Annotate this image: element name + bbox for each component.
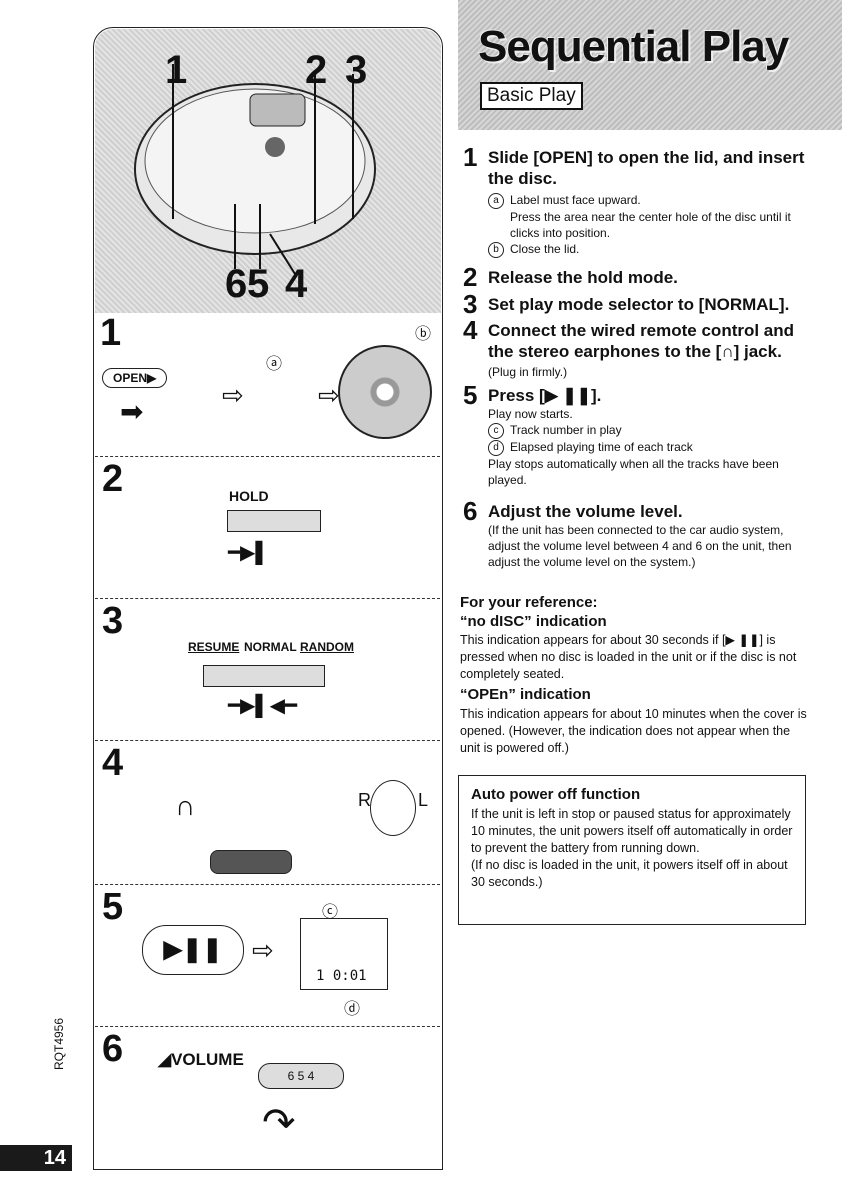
- marker-c: c: [488, 422, 504, 439]
- divider: [95, 1026, 440, 1027]
- callout-3: 3: [345, 48, 368, 92]
- note-text: Play now starts.: [488, 407, 573, 421]
- center-arrows-icon: ━▶▌◀━: [228, 695, 298, 717]
- instruction-6-sub: (If the unit has been connected to the c…: [488, 523, 792, 569]
- step-6-number: 6: [102, 1028, 124, 1070]
- volume-label: ◢VOLUME: [158, 1050, 244, 1070]
- marker-b: ⓑ: [415, 326, 432, 343]
- document-code: RQT4956: [52, 1017, 66, 1070]
- illustration-panel: [93, 27, 443, 1170]
- auto-power-text-2: (If no disc is loaded in the unit, it po…: [471, 858, 788, 889]
- instruction-6-title: Adjust the volume level.: [488, 502, 683, 521]
- note-text: Track number in play: [510, 423, 622, 437]
- marker-b: b: [488, 241, 504, 258]
- note-text: Elapsed playing time of each track: [510, 439, 693, 454]
- auto-power-title: Auto power off function: [471, 786, 641, 803]
- instruction-4-title: Connect the wired remote control and the…: [488, 321, 795, 361]
- auto-power-box: Auto power off function If the unit is l…: [458, 775, 806, 925]
- instruction-4-number: 4: [463, 315, 478, 345]
- hollow-arrow-icon: ⇨: [318, 380, 340, 410]
- label-l: L: [418, 790, 429, 810]
- callout-6: 6: [225, 262, 248, 306]
- instruction-3-number: 3: [463, 289, 478, 319]
- step-2-number: 2: [102, 458, 124, 500]
- divider: [95, 456, 440, 457]
- callout-5: 5: [247, 262, 270, 306]
- instruction-1-title: Slide [OPEN] to open the lid, and insert…: [488, 148, 805, 188]
- reference-heading: For your reference:: [460, 594, 598, 611]
- open-slider-label: OPEN▶: [102, 368, 168, 388]
- lcd-display: [300, 918, 388, 990]
- callout-2: 2: [305, 48, 328, 92]
- listener-face-icon: [370, 780, 416, 836]
- callout-1: 1: [165, 48, 188, 92]
- slide-arrow-icon: ━▶▌: [228, 542, 270, 564]
- note-text: Close the lid.: [510, 241, 580, 256]
- divider: [95, 598, 440, 599]
- instruction-1-notes: a Label must face upward. Press the area …: [488, 192, 818, 258]
- random-label: RANDOM: [300, 640, 354, 654]
- page-title: Sequential Play: [478, 22, 789, 71]
- hollow-arrow-icon: ⇨: [222, 380, 244, 410]
- marker-a: a: [488, 192, 504, 209]
- marker-c: ⓒ: [322, 904, 339, 921]
- section-label: Basic Play: [480, 82, 583, 110]
- instruction-5-number: 5: [463, 380, 478, 410]
- callout-4: 4: [285, 262, 308, 306]
- divider: [95, 884, 440, 885]
- marker-d: d: [488, 439, 504, 456]
- divider: [95, 740, 440, 741]
- label-r: R: [358, 790, 371, 810]
- instruction-2-title: Release the hold mode.: [488, 268, 678, 287]
- volume-wedge-icon: ◢: [158, 1050, 172, 1069]
- step-5-number: 5: [102, 886, 124, 928]
- marker-a: ⓐ: [266, 356, 283, 373]
- instruction-1-number: 1: [463, 142, 478, 172]
- instruction-5-title: Press [▶ ❚❚].: [488, 386, 602, 405]
- mode-switch: [203, 665, 325, 692]
- hold-label: HOLD: [229, 488, 269, 504]
- remote-control-icon: [210, 850, 292, 874]
- note-text: Label must face upward.: [510, 193, 641, 207]
- step-4-number: 4: [102, 742, 124, 784]
- step-1-number: 1: [100, 312, 122, 354]
- nodisc-title: “no dISC” indication: [460, 613, 607, 630]
- lcd-readout: 1 0:01: [316, 968, 367, 984]
- instruction-4-sub: (Plug in firmly.): [488, 365, 568, 379]
- note-text: Press the area near the center hole of t…: [510, 209, 791, 240]
- instruction-6-number: 6: [463, 496, 478, 526]
- curved-arrow-icon: ↷: [262, 1101, 296, 1145]
- hold-switch: [227, 510, 321, 537]
- marker-d: ⓓ: [344, 1001, 361, 1018]
- nodisc-text: This indication appears for about 30 sec…: [460, 633, 797, 681]
- cd-player-illustration: [134, 64, 376, 275]
- step-3-number: 3: [102, 600, 124, 642]
- instruction-3-title: Set play mode selector to [NORMAL].: [488, 295, 790, 314]
- volume-text: VOLUME: [171, 1050, 244, 1069]
- hollow-arrow-icon: ⇨: [252, 935, 274, 965]
- product-photo: [95, 29, 441, 313]
- normal-label: NORMAL: [244, 640, 297, 654]
- disc-icon: [338, 345, 432, 439]
- open-title: “OPEn” indication: [460, 686, 591, 703]
- instruction-2-number: 2: [463, 262, 478, 292]
- volume-dial: 6 5 4: [258, 1063, 344, 1089]
- auto-power-text: If the unit is left in stop or paused st…: [471, 807, 793, 855]
- right-arrow-icon: ➡: [120, 396, 144, 427]
- resume-label: RESUME: [188, 640, 240, 654]
- play-pause-button-icon: ▶❚❚: [142, 925, 244, 975]
- headphone-icon: ∩: [175, 790, 196, 821]
- open-text: This indication appears for about 10 min…: [460, 707, 807, 755]
- note-text: Play stops automatically when all the tr…: [488, 456, 779, 487]
- instruction-5-notes: Play now starts. c Track number in play d…: [488, 406, 818, 488]
- page-number: 14: [0, 1145, 72, 1171]
